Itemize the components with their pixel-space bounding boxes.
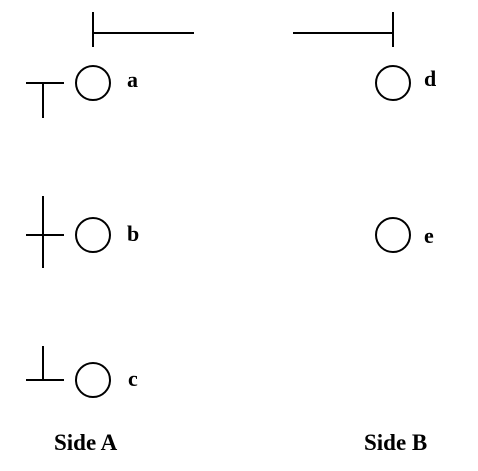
- bracket-left-icon: [92, 12, 194, 47]
- tee-down-icon: [26, 82, 64, 118]
- node-a-label: a: [127, 67, 138, 92]
- node-b-label: b: [127, 221, 140, 246]
- bracket-right-icon: [293, 12, 394, 47]
- node-e-label: e: [424, 223, 434, 248]
- side-b-label: Side B: [364, 430, 428, 455]
- side-a-label: Side A: [54, 430, 118, 455]
- node-a-circle: [75, 65, 111, 101]
- node-d-label: d: [424, 66, 437, 91]
- cross-icon: [26, 196, 64, 268]
- tee-up-icon: [26, 346, 64, 381]
- node-e-circle: [375, 217, 411, 253]
- node-c-label: c: [128, 366, 138, 391]
- node-b-circle: [75, 217, 111, 253]
- node-d-circle: [375, 65, 411, 101]
- node-c-circle: [75, 362, 111, 398]
